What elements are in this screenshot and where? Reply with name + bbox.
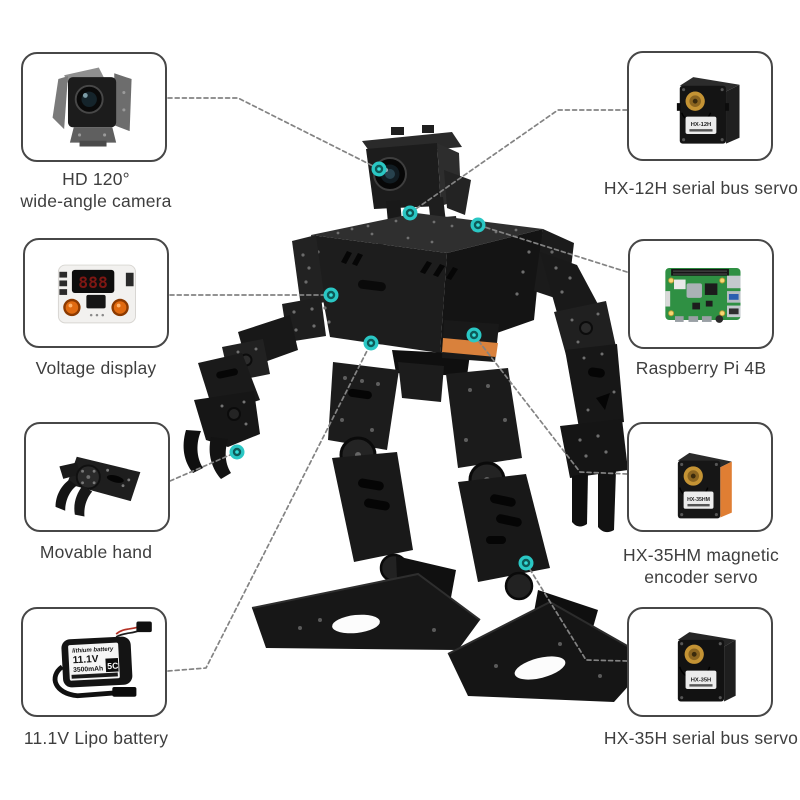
- voltage-digits: 888: [78, 273, 108, 292]
- line-camera: [167, 97, 380, 170]
- line-pi: [477, 224, 628, 273]
- line-hx12h: [409, 109, 628, 214]
- callout-label-battery: 11.1V Lipo battery: [23, 728, 169, 748]
- hip-servo-orange-band: [442, 338, 498, 357]
- battery-capacity-text: 3500mAh: [73, 665, 103, 674]
- raspberry-pi-image: [665, 267, 741, 323]
- hx12h-servo-image: HX-12H: [676, 77, 740, 144]
- marker-hip: [466, 327, 482, 343]
- component-card-raspberry-pi: [628, 239, 774, 349]
- battery-voltage-text: 11.1V: [72, 654, 99, 666]
- callout-label-hx35h: HX-35H serial bus servo: [603, 728, 799, 748]
- marker-dots: [229, 161, 534, 571]
- hx35h-servo-image: HX-35H: [677, 632, 736, 702]
- hx35hm-face-label: HX-35HM: [687, 497, 710, 503]
- line-hx35hm: [473, 334, 628, 475]
- callout-label-voltage: Voltage display: [35, 358, 157, 378]
- line-hx35h: [525, 562, 628, 662]
- callout-label-hx35hm: HX-35HM magnetic encoder servo: [623, 545, 779, 588]
- callout-label-camera: HD 120° wide-angle camera: [20, 169, 172, 212]
- hx35hm-servo-image: HX-35HM: [677, 452, 732, 519]
- torso-vents: [341, 251, 458, 280]
- component-card-hx12h: HX-12H: [627, 51, 773, 161]
- marker-belly: [363, 335, 379, 351]
- marker-ankle: [518, 555, 534, 571]
- marker-hand: [229, 444, 245, 460]
- marker-neck-servo: [402, 205, 418, 221]
- component-card-hand: [24, 422, 170, 532]
- hx12h-face-label: HX-12H: [691, 122, 712, 128]
- robot-illustration: [183, 125, 653, 702]
- marker-chest: [323, 287, 339, 303]
- battery-brand-text: lithium battery: [72, 646, 114, 654]
- callout-label-raspberry-pi: Raspberry Pi 4B: [635, 358, 767, 378]
- component-card-battery: lithium battery 11.1V 3500mAh 5C: [21, 607, 167, 717]
- component-card-hx35hm: HX-35HM: [627, 422, 773, 532]
- component-card-hx35h: HX-35H: [627, 607, 773, 717]
- component-card-camera: [21, 52, 167, 162]
- callout-label-hand: Movable hand: [39, 542, 153, 562]
- line-hand: [169, 451, 238, 482]
- line-battery: [167, 342, 372, 672]
- battery-image: lithium battery 11.1V 3500mAh 5C: [52, 621, 152, 699]
- callout-lines: [167, 97, 628, 672]
- camera-image: [52, 67, 132, 147]
- callout-label-hx12h: HX-12H serial bus servo: [603, 178, 799, 198]
- battery-c-rating-text: 5C: [107, 661, 119, 672]
- component-card-voltage: 888: [23, 238, 169, 348]
- marker-camera: [371, 161, 387, 177]
- movable-hand-image: [55, 456, 141, 517]
- hx35h-face-label: HX-35H: [691, 677, 712, 683]
- marker-shoulder: [470, 217, 486, 233]
- voltage-display-image: 888: [57, 264, 136, 324]
